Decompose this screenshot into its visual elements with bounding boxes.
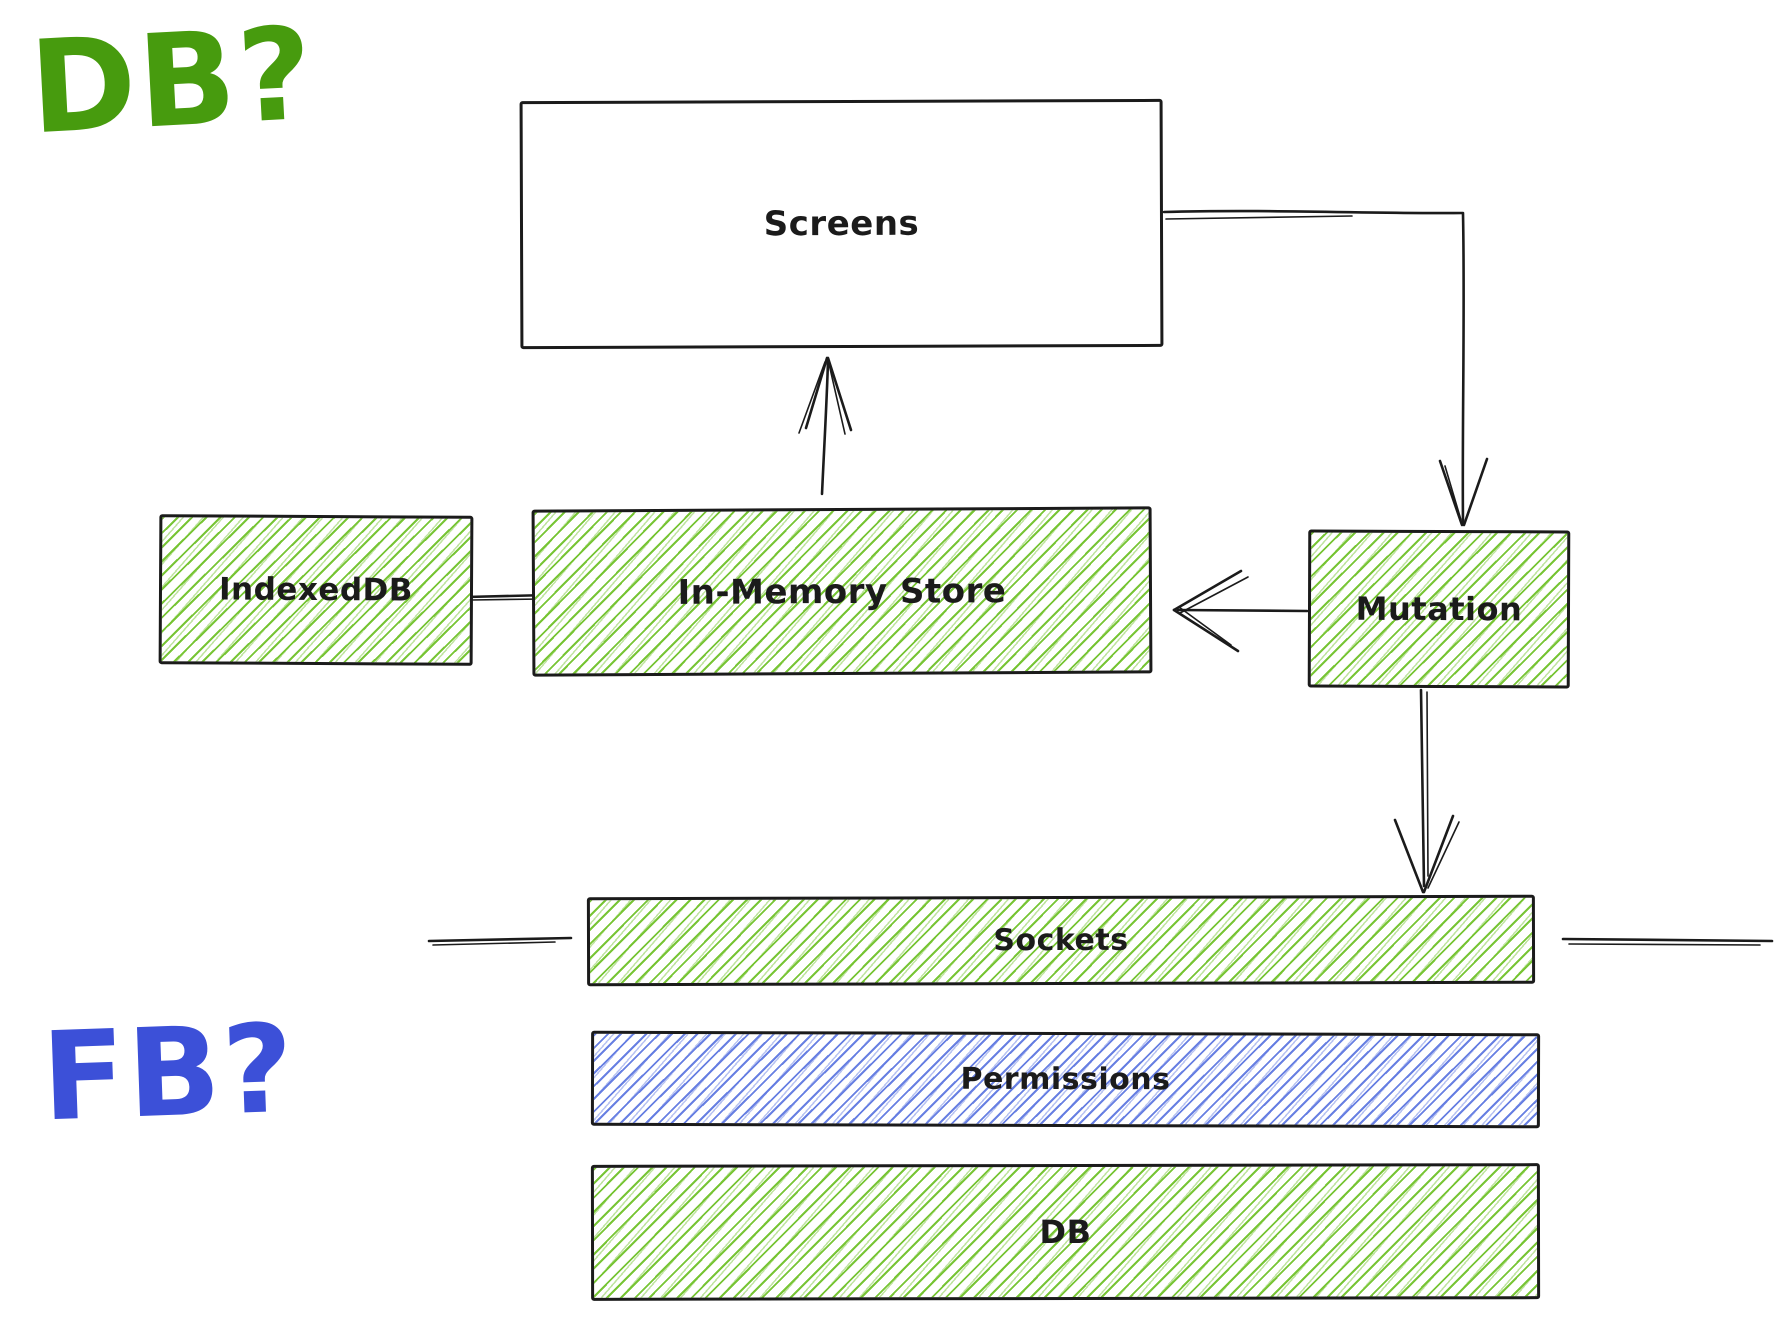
node-mutation[interactable]: Mutation <box>1307 529 1571 689</box>
node-permissions-label: Permissions <box>960 1061 1171 1098</box>
edge-screens-to-mutation[interactable] <box>1162 209 1489 527</box>
edge-mutation-to-inmemory[interactable] <box>1172 569 1309 653</box>
edge-inmemory-to-screens[interactable] <box>798 356 853 496</box>
node-indexeddb-label: IndexedDB <box>218 571 414 609</box>
edge-mutation-to-sockets[interactable] <box>1393 688 1460 894</box>
node-screens[interactable]: Screens <box>519 98 1164 350</box>
node-permissions[interactable]: Permissions <box>590 1030 1541 1129</box>
node-indexeddb[interactable]: IndexedDB <box>158 514 474 666</box>
edge-sockets-right-line[interactable] <box>1561 937 1774 946</box>
edge-sockets-left-line[interactable] <box>427 936 573 946</box>
node-in-memory-store-label: In-Memory Store <box>677 570 1007 613</box>
node-screens-label: Screens <box>763 203 920 245</box>
node-sockets[interactable]: Sockets <box>586 894 1536 987</box>
node-mutation-label: Mutation <box>1355 589 1523 629</box>
node-in-memory-store[interactable]: In-Memory Store <box>531 506 1153 677</box>
annotation-db-question[interactable]: DB? <box>26 0 318 164</box>
node-db-label: DB <box>1039 1212 1092 1252</box>
node-db[interactable]: DB <box>590 1163 1541 1301</box>
node-sockets-label: Sockets <box>993 922 1129 959</box>
annotation-fb-question[interactable]: FB? <box>39 997 298 1149</box>
